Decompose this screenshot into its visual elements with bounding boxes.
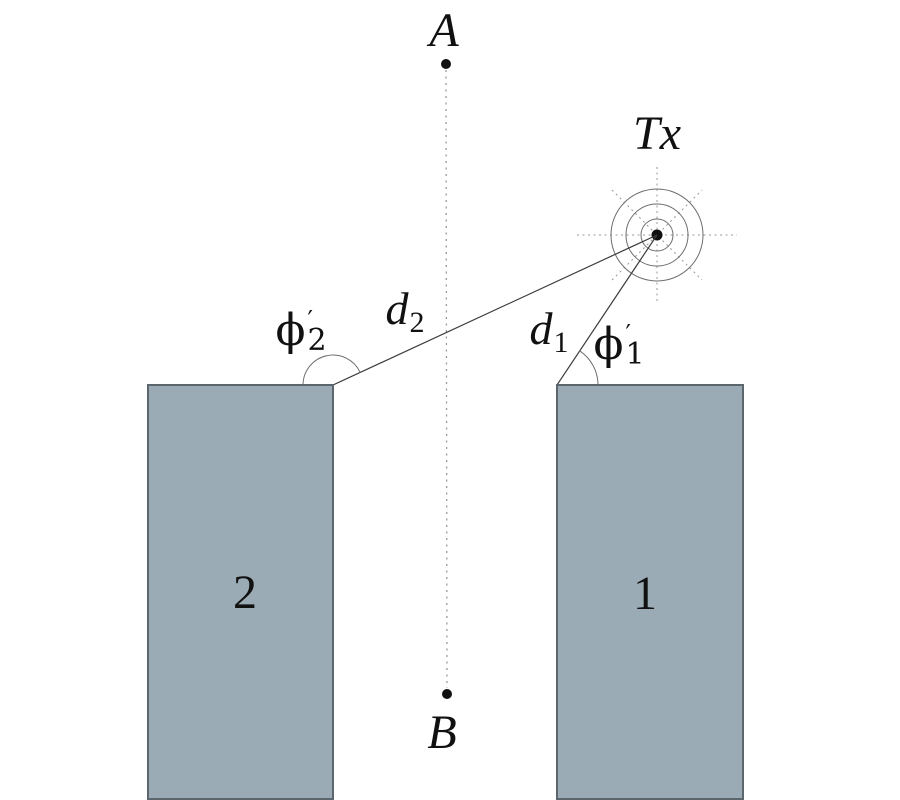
antenna-ray-diagonal-2 [611,189,703,281]
phi1-subscript: 1 [625,337,645,373]
angle-arc-phi2 [302,354,361,386]
phi1-scripts: ′1 [625,320,645,373]
antenna-ray-diagonal-1 [611,189,703,281]
ab-guide-line [445,69,448,689]
phi2-subscript: 2 [307,323,327,359]
building-2-rect [147,384,334,800]
label-distance-d2: d2 [385,283,425,338]
label-transmitter: Tx [633,107,681,160]
label-distance-d1: d1 [529,303,569,358]
phi2-scripts: ′2 [307,306,327,359]
label-building-2: 2 [233,566,257,619]
building-1-rect [556,384,744,800]
label-angle-phi2: ϕ′2 [275,305,327,359]
label-point-b: B [427,706,457,759]
ray-d2 [332,234,658,386]
ray-d1 [556,234,658,386]
d1-main: d [529,303,553,354]
point-b-dot [442,689,452,699]
phi1-prime: ′ [625,320,631,349]
antenna-circle-middle [625,203,689,267]
label-building-1: 1 [633,567,657,620]
point-a-dot [441,59,451,69]
phi2-symbol: ϕ [275,305,306,356]
d2-subscript: 2 [409,305,425,339]
d2-main: d [385,283,409,334]
angle-arc-phi1 [579,350,599,386]
phi1-symbol: ϕ [593,319,624,370]
label-point-a: A [429,4,459,57]
phi2-prime: ′ [307,306,313,335]
antenna-circle-inner [640,218,674,252]
antenna-circle-outer [610,188,704,282]
d1-subscript: 1 [553,325,569,359]
label-angle-phi1: ϕ′1 [593,319,645,373]
antenna-circles [610,188,704,282]
